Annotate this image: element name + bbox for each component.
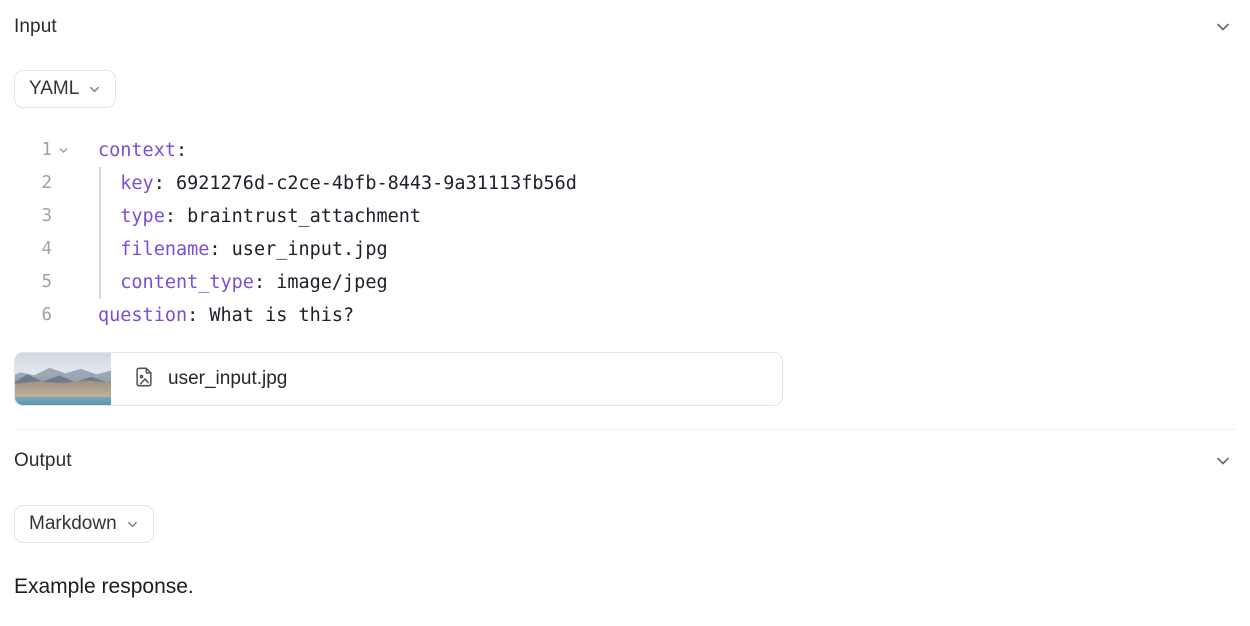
indent-guide [99, 167, 101, 299]
chevron-down-icon [1213, 451, 1233, 471]
attachment-card[interactable]: user_input.jpg [14, 352, 783, 406]
fold-spacer [52, 299, 74, 332]
input-section-header: Input [0, 10, 1250, 44]
fold-spacer [52, 266, 74, 299]
code-line: 6 question: What is this? [0, 299, 1250, 332]
code-line-text: type: braintrust_attachment [74, 200, 421, 233]
input-format-selector[interactable]: YAML [14, 70, 117, 108]
fold-spacer [52, 167, 74, 200]
code-line: 5 content_type: image/jpeg [0, 266, 1250, 299]
code-line: 4 filename: user_input.jpg [0, 233, 1250, 266]
attachment-thumbnail [15, 353, 111, 405]
chevron-down-icon [87, 82, 102, 97]
yaml-value: : braintrust_attachment [164, 206, 422, 227]
yaml-key: type [98, 206, 165, 227]
thumbnail-ground [15, 380, 111, 398]
code-line-text: context: [74, 134, 187, 167]
output-format-label: Markdown [29, 513, 117, 534]
thumbnail-water [15, 397, 111, 405]
code-line-text: question: What is this? [74, 299, 354, 332]
code-line-text: content_type: image/jpeg [74, 266, 388, 299]
output-format-selector[interactable]: Markdown [14, 505, 154, 543]
section-divider [14, 429, 1235, 430]
attachment-body: user_input.jpg [111, 353, 287, 405]
yaml-value: : What is this? [187, 305, 355, 326]
output-collapse-button[interactable] [1210, 448, 1236, 474]
line-number: 1 [41, 140, 52, 160]
yaml-value: : 6921276d-c2ce-4bfb-8443-9a31113fb56d [153, 173, 577, 194]
input-collapse-button[interactable] [1210, 14, 1236, 40]
file-image-icon [133, 366, 155, 393]
output-section-header: Output [0, 444, 1250, 478]
input-section-title: Input [14, 16, 57, 37]
fold-spacer [52, 233, 74, 266]
chevron-down-icon [125, 517, 140, 532]
line-number: 2 [41, 173, 52, 193]
line-number: 3 [41, 206, 52, 226]
code-line: 1 context: [0, 134, 1250, 167]
yaml-key: key [98, 173, 154, 194]
fold-spacer [52, 200, 74, 233]
line-number: 4 [41, 239, 52, 259]
output-section-title: Output [14, 450, 72, 471]
code-line-text: filename: user_input.jpg [74, 233, 388, 266]
yaml-value: : image/jpeg [253, 272, 388, 293]
line-number: 5 [41, 272, 52, 292]
input-format-label: YAML [29, 78, 80, 99]
line-number: 6 [41, 305, 52, 325]
yaml-key: filename [98, 239, 210, 260]
output-body-text: Example response. [14, 575, 194, 598]
code-line: 2 key: 6921276d-c2ce-4bfb-8443-9a31113fb… [0, 167, 1250, 200]
yaml-value: : user_input.jpg [209, 239, 388, 260]
code-line: 3 type: braintrust_attachment [0, 200, 1250, 233]
code-line-text: key: 6921276d-c2ce-4bfb-8443-9a31113fb56… [74, 167, 577, 200]
yaml-key: content_type [98, 272, 254, 293]
yaml-value: : [175, 140, 188, 161]
yaml-key: context [98, 140, 176, 161]
yaml-key: question [98, 305, 188, 326]
chevron-down-icon [1213, 17, 1233, 37]
attachment-filename: user_input.jpg [168, 368, 288, 389]
fold-toggle-icon[interactable] [52, 134, 74, 167]
thumbnail-sky [15, 353, 111, 377]
